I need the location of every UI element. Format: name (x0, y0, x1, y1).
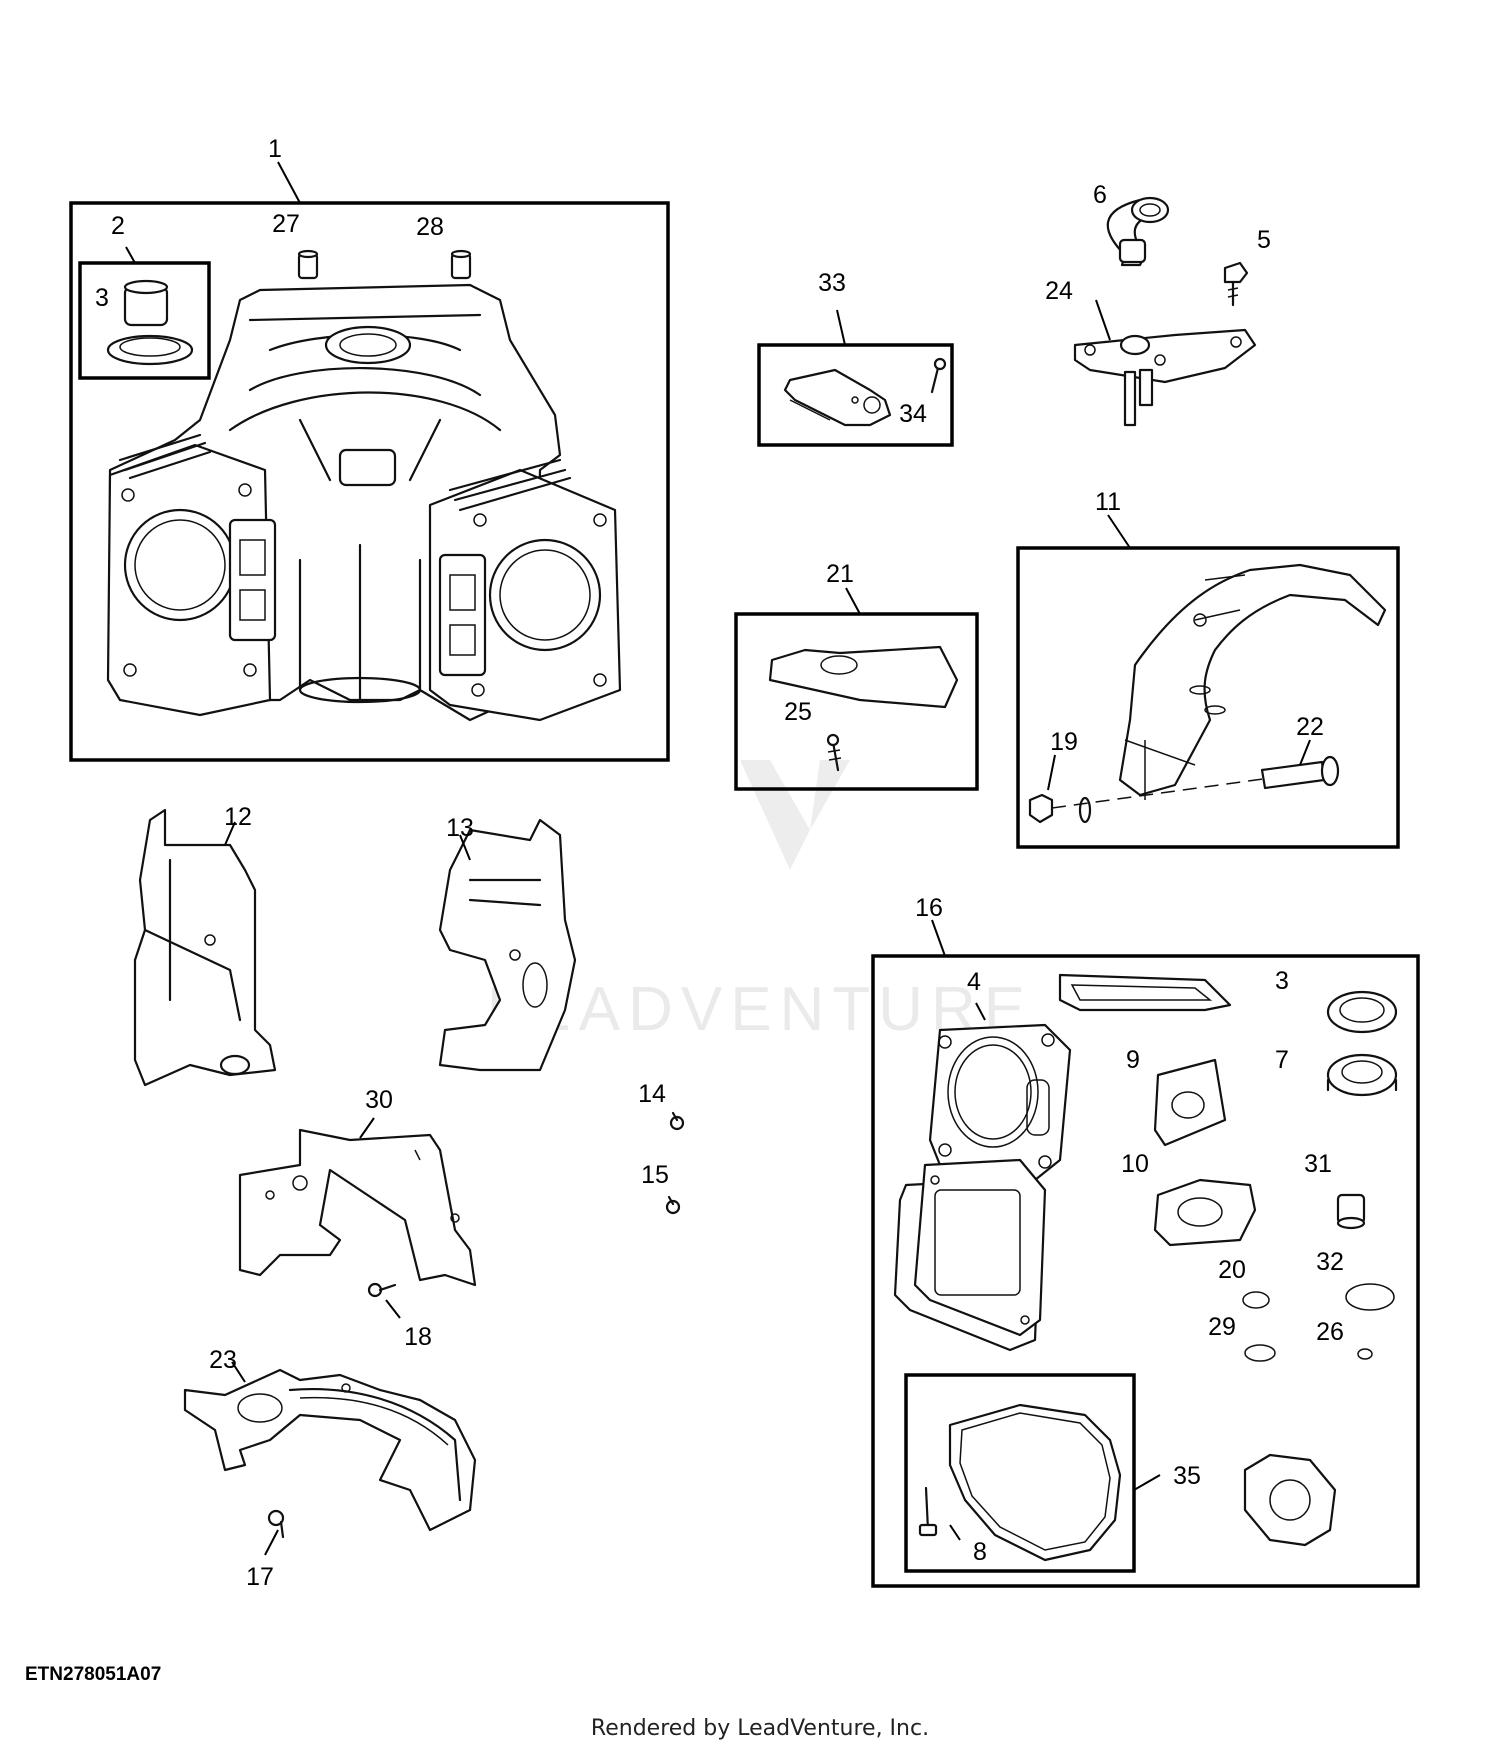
callout-5: 5 (1257, 226, 1271, 254)
part-screw-34[interactable] (930, 357, 947, 394)
callout-15: 15 (641, 1161, 669, 1189)
callout-18: 18 (404, 1323, 432, 1351)
callout-13: 13 (446, 814, 474, 842)
part-head-gasket[interactable] (928, 1023, 1072, 1182)
callout-23: 23 (209, 1346, 237, 1374)
callout-labels: 1 2 3 27 28 33 34 6 5 24 11 21 25 19 22 … (95, 135, 1344, 1591)
callout-22: 22 (1296, 713, 1324, 741)
group-box-21 (734, 612, 979, 791)
part-valve-cover-gasket[interactable] (893, 1158, 1047, 1352)
part-gasket-9[interactable] (1153, 1058, 1227, 1147)
group-box-33 (757, 343, 954, 447)
part-oring-29[interactable] (1244, 1344, 1276, 1362)
callout-4: 4 (967, 968, 981, 996)
part-crankcase-gasket[interactable] (948, 1403, 1122, 1562)
callout-20: 20 (1218, 1256, 1246, 1284)
part-gasket-10[interactable] (1153, 1178, 1257, 1247)
part-cylinder-block[interactable] (106, 283, 622, 722)
watermark-text: LEADVENTURE (487, 975, 1033, 1044)
part-dowel-pin[interactable] (297, 249, 319, 280)
callout-34: 34 (899, 400, 927, 428)
callout-16: 16 (915, 894, 943, 922)
part-shroud-13[interactable] (438, 818, 577, 1072)
part-screw-14[interactable] (669, 1111, 685, 1131)
callout-3b: 3 (1275, 967, 1289, 995)
part-baffle-30[interactable] (238, 1128, 477, 1287)
part-screw-18[interactable] (367, 1282, 397, 1298)
callout-10: 10 (1121, 1150, 1149, 1178)
part-dowel-pin-2[interactable] (450, 249, 472, 280)
callout-2: 2 (111, 212, 125, 240)
part-screw-25[interactable] (826, 733, 842, 772)
part-oring-26[interactable] (1357, 1348, 1373, 1360)
callout-31: 31 (1304, 1150, 1332, 1178)
callout-35: 35 (1173, 1462, 1201, 1490)
part-screw-15[interactable] (665, 1195, 681, 1215)
callout-26: 26 (1316, 1318, 1344, 1346)
part-oring-32[interactable] (1345, 1283, 1395, 1311)
callout-14: 14 (638, 1080, 666, 1108)
credit-text: Rendered by LeadVenture, Inc. (591, 1716, 929, 1741)
callout-24: 24 (1045, 277, 1073, 305)
figure-code: ETN278051A07 (25, 1664, 161, 1685)
callout-3: 3 (95, 284, 109, 312)
callout-12: 12 (224, 803, 252, 831)
callout-25: 25 (784, 698, 812, 726)
callout-30: 30 (365, 1086, 393, 1114)
part-bolt-22[interactable] (1260, 755, 1340, 790)
group-box-gasket-set (871, 954, 1420, 1588)
part-bracket-11[interactable] (1118, 563, 1387, 800)
part-screw-5[interactable] (1223, 261, 1249, 307)
watermark: LEADVENTURE (487, 760, 1033, 1044)
callout-11: 11 (1095, 488, 1121, 516)
part-seal-ring-3[interactable] (1326, 990, 1398, 1034)
callout-7: 7 (1275, 1046, 1289, 1074)
callout-1: 1 (268, 135, 282, 163)
group-box-bearing (78, 261, 211, 380)
part-nut-19[interactable] (1028, 793, 1092, 824)
part-breather-plate[interactable] (783, 368, 892, 427)
callout-29: 29 (1208, 1313, 1236, 1341)
part-spacer-31[interactable] (1336, 1193, 1366, 1230)
part-blower-housing-23[interactable] (183, 1368, 477, 1532)
callout-28: 28 (416, 213, 444, 241)
part-shroud-12[interactable] (133, 808, 277, 1087)
group-box-cylinder-block (69, 201, 670, 762)
part-breather-assembly[interactable] (1073, 328, 1257, 427)
callout-32: 32 (1316, 1248, 1344, 1276)
group-box-11 (1016, 546, 1400, 849)
callout-33: 33 (818, 269, 846, 297)
callout-8: 8 (973, 1538, 987, 1566)
callout-19: 19 (1050, 728, 1078, 756)
part-deflector-plate[interactable] (768, 645, 959, 709)
callout-9: 9 (1126, 1046, 1140, 1074)
part-flange-gasket[interactable] (1243, 1453, 1337, 1547)
callout-27: 27 (272, 210, 300, 238)
part-oil-seal-7[interactable] (1326, 1053, 1398, 1097)
part-bolt-8[interactable] (918, 1486, 938, 1537)
part-breather-tube[interactable] (1106, 196, 1170, 267)
part-oring-20[interactable] (1242, 1291, 1270, 1309)
part-screw-17[interactable] (267, 1509, 285, 1539)
callout-17: 17 (246, 1563, 274, 1591)
group-box-35 (904, 1373, 1136, 1573)
callout-21: 21 (826, 560, 854, 588)
part-gasket-top[interactable] (1058, 973, 1232, 1012)
part-bushing[interactable] (106, 279, 194, 366)
callout-6: 6 (1093, 181, 1107, 209)
